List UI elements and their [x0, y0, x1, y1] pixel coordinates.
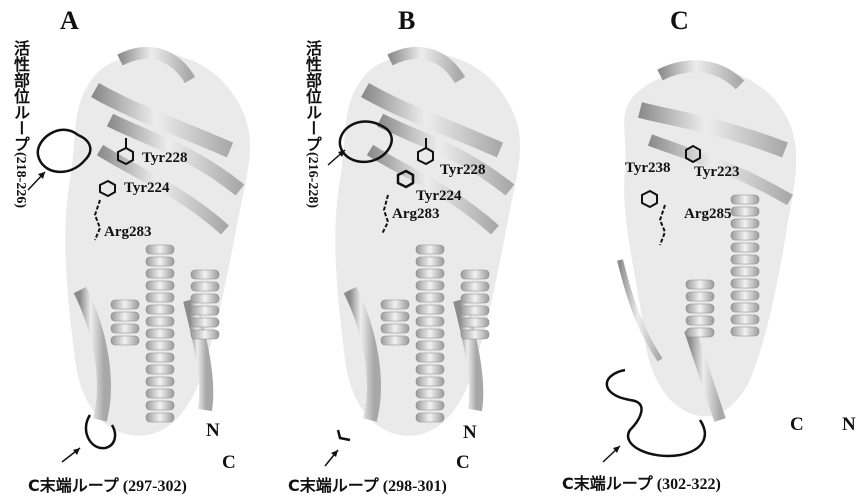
panel-b-ribbon: [325, 53, 520, 466]
panel-b-n-terminus: N: [463, 422, 477, 444]
panel-b-active-loop-range: (216-228): [305, 152, 320, 208]
panel-b-residue-3: Arg283: [392, 206, 440, 223]
panel-c-ribbon: [603, 66, 796, 462]
panel-b-c-loop-label: C末端ループ (298-301): [288, 472, 447, 496]
panel-b-residue-1: Tyr228: [440, 162, 486, 179]
panel-b-active-loop-label: 活性部位ループ(216-228): [300, 40, 324, 208]
panel-a-c-terminus: C: [222, 452, 236, 474]
panel-c-residue-3: Arg285: [684, 206, 732, 223]
panel-c-c-loop-jp: C末端ループ: [562, 474, 653, 493]
panel-a-letter: A: [60, 6, 79, 36]
panel-c-c-loop-range: (302-322): [657, 476, 721, 493]
panel-a-n-terminus: N: [206, 420, 220, 442]
panel-a-residue-2: Tyr224: [124, 180, 170, 197]
panel-c-residue-2: Tyr223: [694, 164, 740, 181]
panel-a-ribbon: [28, 53, 250, 462]
panel-a-residue-3: Arg283: [104, 224, 152, 241]
panel-c-c-terminus: C: [790, 414, 804, 436]
panel-a-c-loop-range: (297-302): [123, 478, 187, 495]
panel-b-c-loop-jp: C末端ループ: [288, 476, 379, 495]
panel-b-c-loop-range: (298-301): [383, 478, 447, 495]
panel-a-c-loop-label: C末端ループ (297-302): [28, 472, 187, 496]
panel-c-residue-1: Tyr238: [625, 160, 671, 177]
panel-c-c-loop-label: C末端ループ (302-322): [562, 470, 721, 494]
panel-b-c-terminus: C: [456, 452, 470, 474]
panel-c-n-terminus: N: [842, 414, 856, 436]
panel-c-letter: C: [670, 6, 689, 36]
panel-a-active-loop-range: (218-226): [13, 152, 28, 208]
panel-b-residue-2: Tyr224: [416, 188, 462, 205]
panel-a-residue-1: Tyr228: [142, 150, 188, 167]
panel-a-c-loop-jp: C末端ループ: [28, 476, 119, 495]
panel-a-active-loop-jp: 活性部位ループ: [11, 40, 30, 152]
panel-a-active-loop-label: 活性部位ループ(218-226): [8, 40, 32, 208]
panel-b-letter: B: [398, 6, 415, 36]
panel-b-active-loop-jp: 活性部位ループ: [303, 40, 322, 152]
